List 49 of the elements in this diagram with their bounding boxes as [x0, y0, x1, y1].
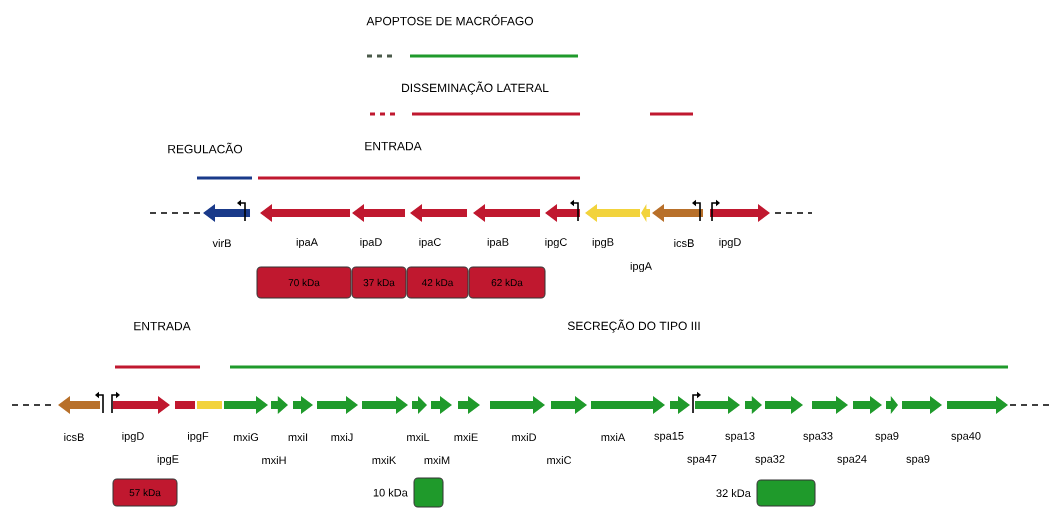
gene-label: ipgB [592, 237, 614, 249]
function-heading: ENTRADA [365, 141, 422, 151]
gene-label: spa9 [875, 432, 899, 442]
gene-label: mxiG [233, 432, 258, 442]
gene-label: mxiK [372, 456, 397, 464]
protein-box [756, 479, 816, 507]
gene-label: ipgE [157, 454, 179, 466]
size-label: 10 kDa [373, 488, 408, 497]
gene-label: mxiE [454, 433, 478, 441]
protein-box: 70 kDa [256, 266, 352, 299]
gene-label: ipaA [296, 237, 318, 249]
gene-label: mxiL [407, 433, 430, 441]
gene-label: ipgC [545, 237, 567, 249]
gene-label: spa24 [837, 455, 867, 465]
gene-label: ipaB [487, 237, 509, 249]
gene-label: mxiC [547, 455, 572, 465]
function-heading: REGULACÃO [168, 142, 243, 154]
gene-label: virB [212, 239, 231, 247]
gene-label: spa33 [803, 432, 833, 442]
gene-label: spa47 [687, 455, 717, 465]
gene-label: mxiM [424, 456, 450, 464]
gene-label: spa32 [755, 455, 785, 465]
protein-box: 57 kDa [112, 478, 178, 507]
gene-label: ipaC [419, 237, 441, 249]
gene-label: spa13 [725, 432, 755, 442]
function-heading: ENTRADA [134, 321, 191, 331]
protein-box [413, 477, 444, 508]
gene-label: ipgD [719, 237, 741, 249]
gene-label: spa40 [951, 432, 981, 442]
gene-label: icsB [674, 238, 694, 248]
gene-label: mxiH [262, 456, 286, 464]
gene-label: ipgA [630, 261, 652, 273]
gene-label: ipaD [360, 237, 382, 249]
protein-box: 42 kDa [406, 266, 469, 299]
protein-box: 37 kDa [351, 266, 407, 299]
gene-label: mxiD [512, 433, 536, 441]
protein-box: 62 kDa [468, 266, 546, 299]
gene-label: mxiI [288, 433, 308, 441]
gene-label: ipgF [188, 431, 209, 443]
size-label: 32 kDa [716, 488, 751, 498]
function-heading: APOPTOSE DE MACRÓFAGO [366, 14, 533, 26]
gene-label: icsB [64, 432, 84, 442]
gene-label: spa9 [906, 455, 930, 465]
gene-label: ipgD [122, 431, 144, 443]
function-heading: SECREÇÃO DO TIPO III [567, 319, 700, 333]
gene-label: spa15 [654, 432, 684, 442]
gene-label: mxiA [601, 433, 626, 441]
function-heading: DISSEMINAÇÃO LATERAL [402, 81, 549, 95]
gene-label: mxiJ [331, 432, 353, 442]
